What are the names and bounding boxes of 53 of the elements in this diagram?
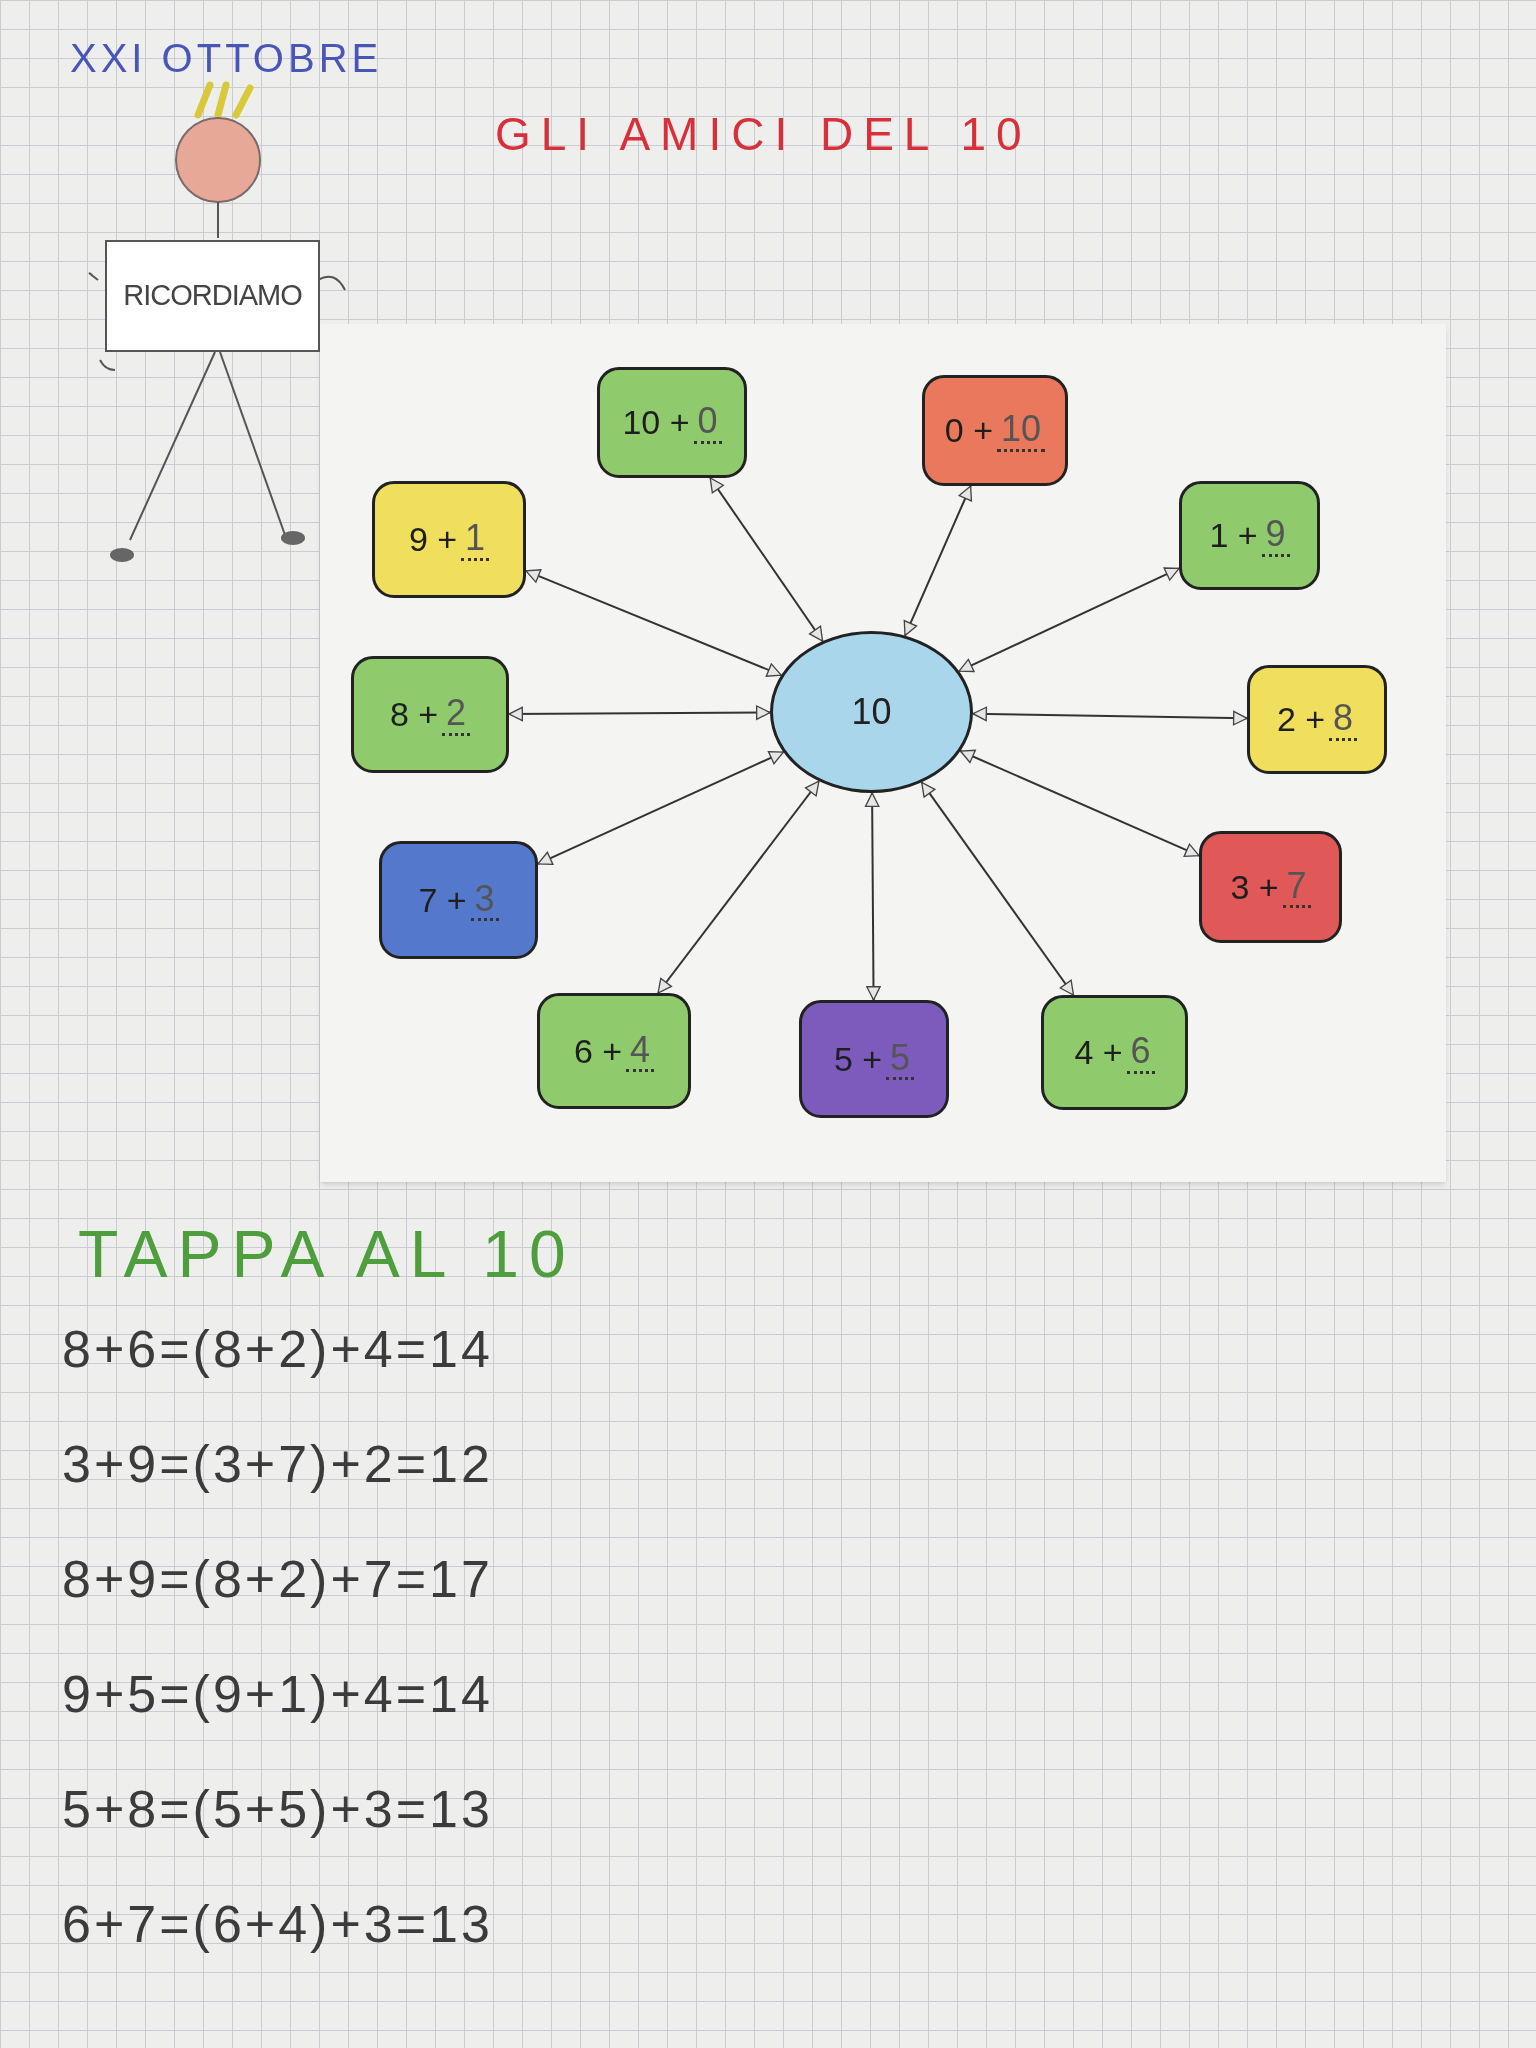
number-pair-box	[1041, 995, 1188, 1110]
addend: 8 +	[389, 694, 439, 735]
equation: 5+8=(5+5)+3=13	[62, 1779, 493, 1840]
double-arrow	[972, 706, 1248, 726]
answer: 8	[1329, 698, 1358, 741]
number-pair-box	[1179, 481, 1320, 590]
equation: 8+6=(8+2)+4=14	[62, 1319, 493, 1380]
center-number: 10	[851, 690, 892, 734]
double-arrow	[958, 567, 1180, 673]
number-pair-box	[597, 367, 747, 478]
answer: 10	[997, 409, 1046, 452]
double-arrow	[709, 477, 824, 642]
number-pair-box	[351, 656, 509, 773]
addend: 10 +	[622, 402, 690, 443]
addend: 7 +	[418, 879, 467, 921]
answer: 2	[442, 693, 471, 736]
sign-text: RICORDIAMO	[123, 278, 302, 314]
number-pair-box	[1247, 665, 1387, 774]
answer: 7	[1282, 865, 1311, 909]
number-pair-box	[1199, 831, 1342, 943]
double-arrow	[657, 780, 820, 994]
answer: 5	[886, 1037, 915, 1081]
addend: 5 +	[833, 1038, 883, 1080]
addend: 6 +	[573, 1030, 623, 1072]
equation: 8+9=(8+2)+7=17	[62, 1549, 493, 1610]
page-title: GLI AMICI DEL 10	[495, 107, 1032, 162]
addend: 3 +	[1230, 866, 1279, 908]
answer: 1	[461, 518, 490, 561]
number-pair-box	[922, 375, 1068, 486]
double-arrow	[959, 749, 1200, 858]
date-heading: XXI OTTOBRE	[70, 35, 383, 82]
number-pair-box	[799, 1000, 949, 1118]
equation: 3+9=(3+7)+2=12	[62, 1434, 493, 1495]
equation: 9+5=(9+1)+4=14	[62, 1664, 493, 1725]
answer: 3	[470, 878, 499, 922]
number-pair-box	[537, 993, 691, 1109]
answer: 0	[693, 401, 722, 444]
answer: 6	[1126, 1031, 1155, 1074]
answer: 9	[1261, 514, 1290, 557]
sign-board	[105, 240, 320, 352]
equation: 6+7=(6+4)+3=13	[62, 1894, 493, 1955]
number-pair-box	[379, 841, 538, 959]
answer: 4	[626, 1029, 655, 1073]
number-pair-box	[372, 481, 526, 598]
double-arrow	[864, 792, 881, 1001]
addend: 9 +	[408, 519, 458, 560]
section-heading: TAPPA AL 10	[78, 1216, 576, 1293]
addend: 1 +	[1209, 515, 1258, 556]
addend: 4 +	[1074, 1032, 1123, 1073]
double-arrow	[920, 781, 1075, 996]
addend: 2 +	[1276, 699, 1326, 740]
addend: 0 +	[944, 410, 994, 451]
double-arrow	[508, 705, 771, 722]
